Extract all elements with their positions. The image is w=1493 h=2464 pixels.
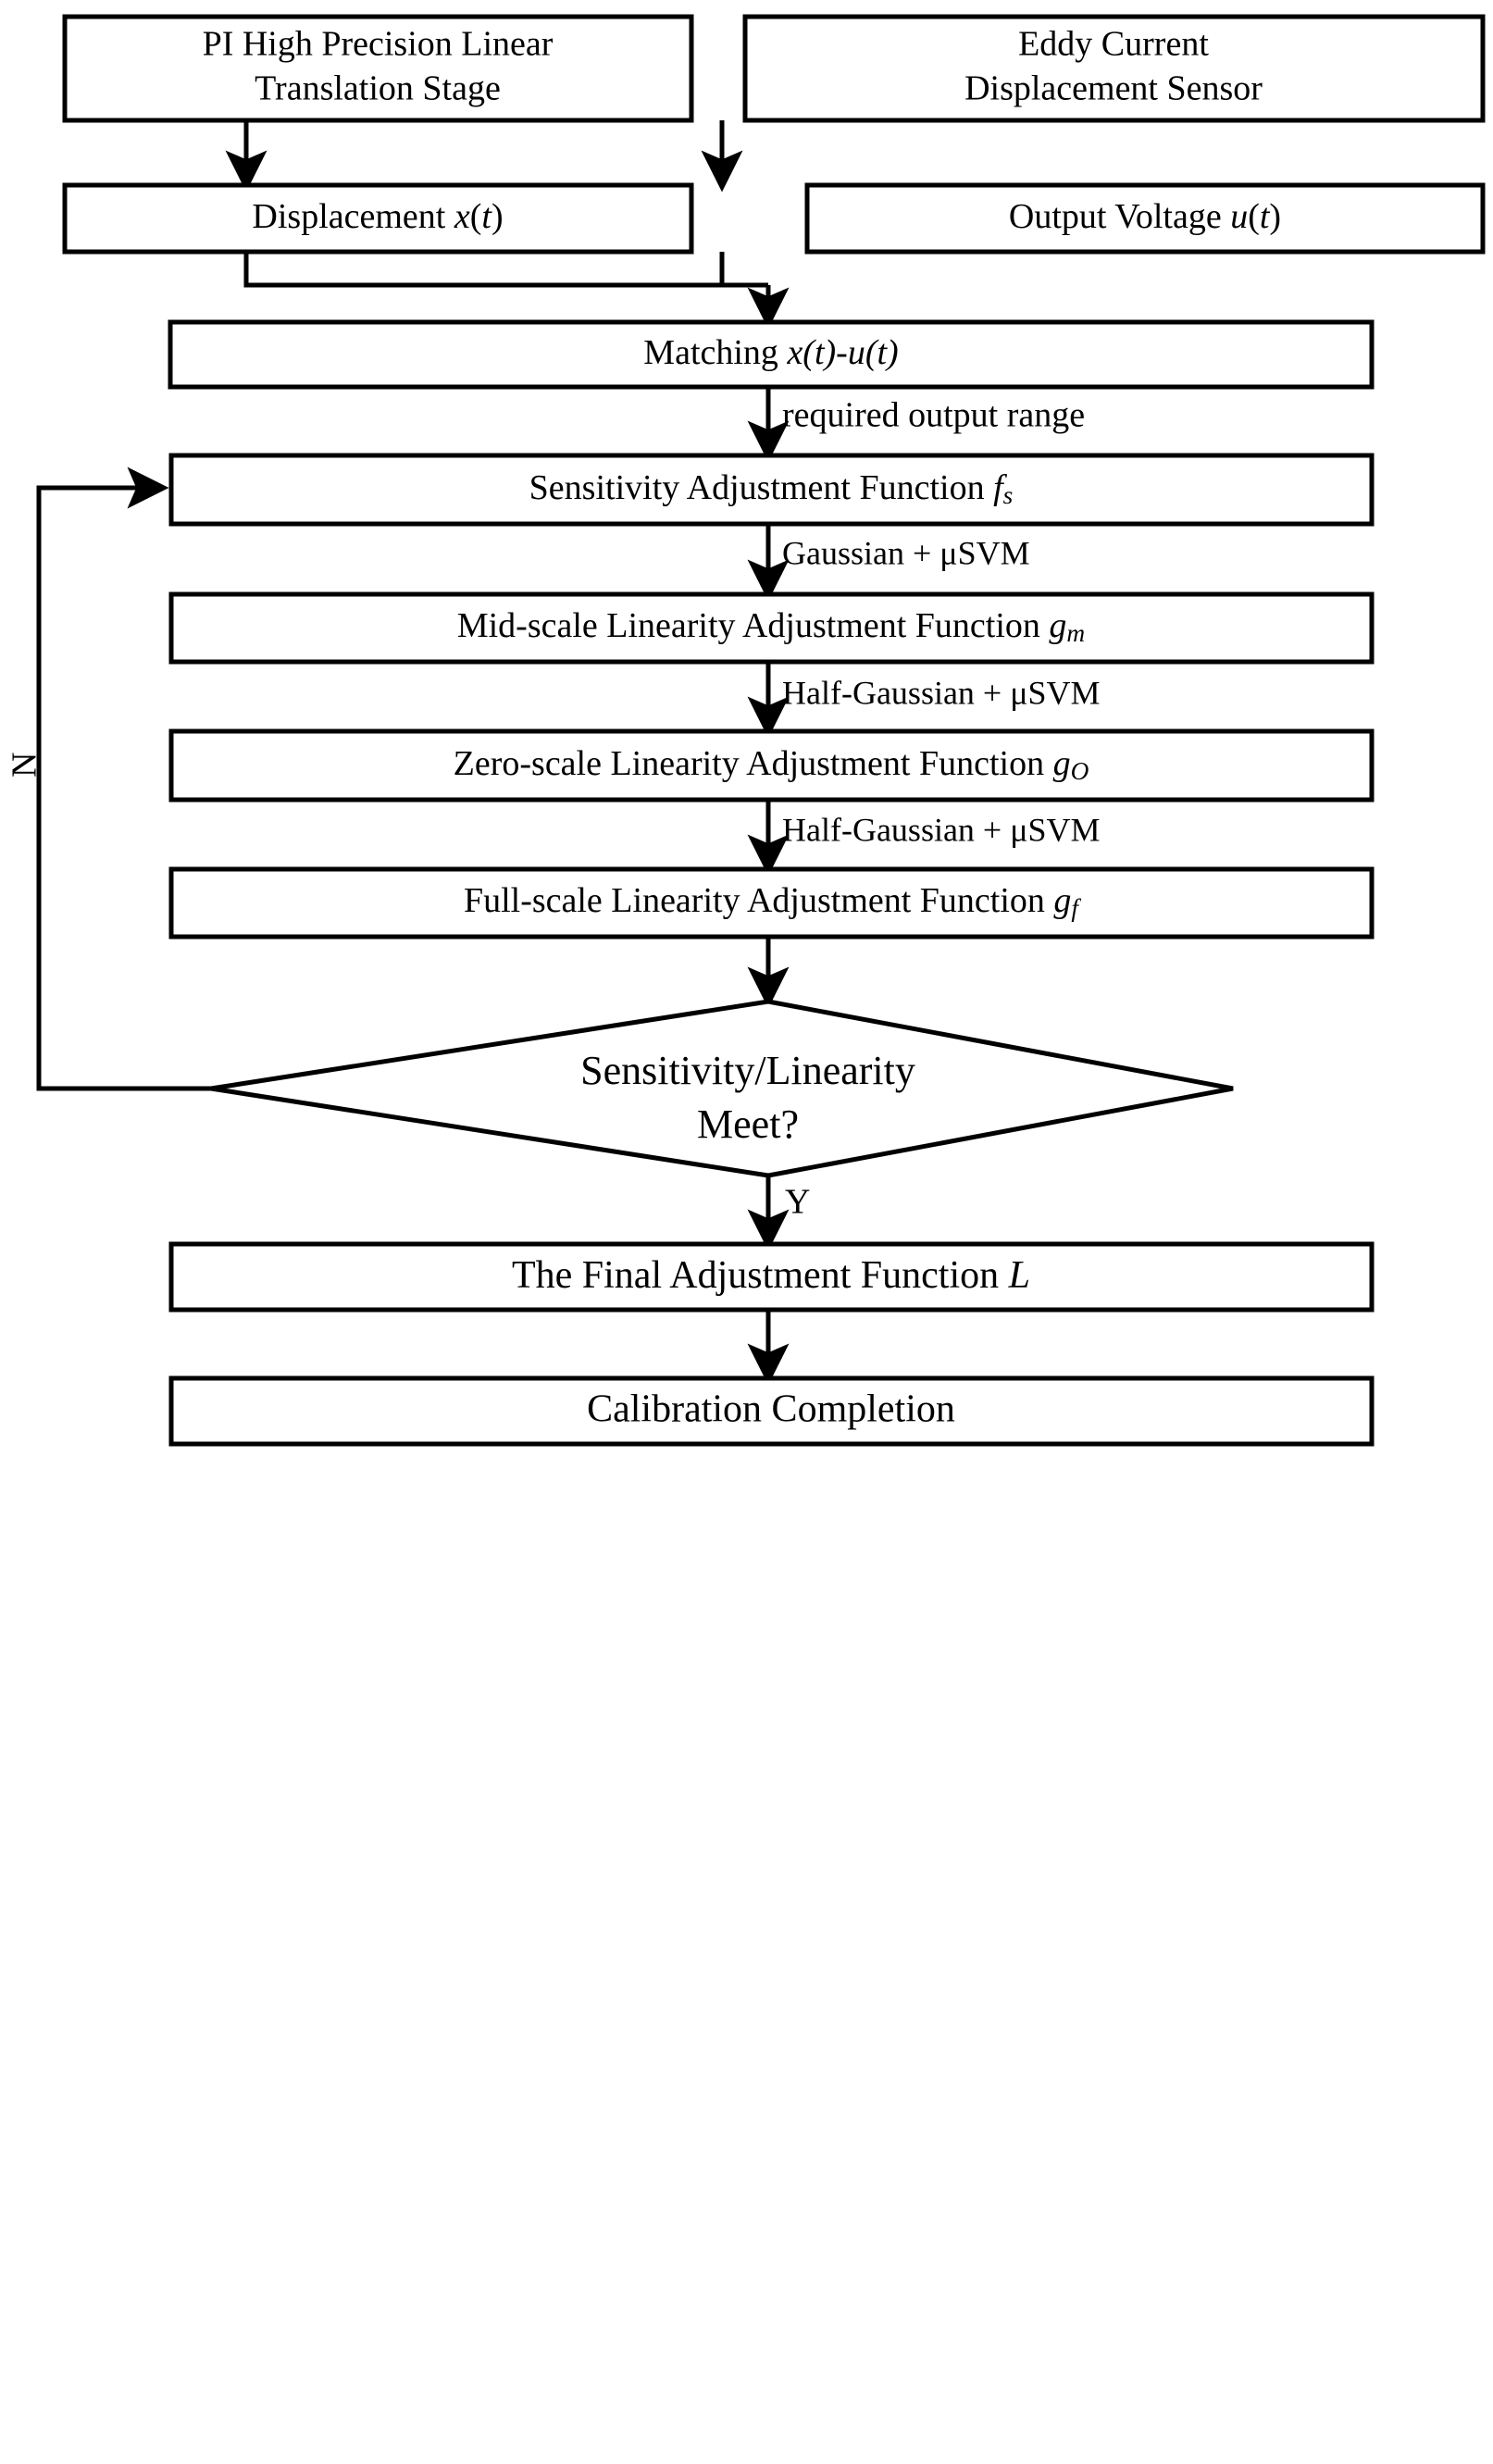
mid-scale-linearity-prefix: Mid-scale Linearity Adjustment Function (457, 606, 1050, 645)
edge-displacement-to-junction (243, 252, 768, 288)
output-voltage-paren-open: ( (1248, 197, 1260, 236)
zero-scale-linearity-subscript: O (1071, 757, 1089, 785)
matching-box (168, 319, 1375, 390)
pi-stage-label-line1: PI High Precision Linear (203, 25, 554, 64)
decision-diamond (210, 999, 1234, 1178)
displacement-label: Displacement x(t) (252, 197, 503, 236)
node-displacement[interactable]: Displacement x(t) (62, 182, 694, 255)
node-mid-scale-linearity[interactable]: Mid-scale Linearity Adjustment Function … (168, 591, 1375, 665)
node-sensitivity-adjustment[interactable]: Sensitivity Adjustment Function fs (168, 453, 1375, 527)
zero-scale-linearity-symbol: g (1053, 744, 1071, 783)
edge-feedback-no-loop (36, 467, 211, 1091)
decision-label-line1: Sensitivity/Linearity (580, 1048, 915, 1093)
full-scale-linearity-symbol: g (1053, 881, 1071, 920)
eddy-sensor-label-line1: Eddy Current (1018, 25, 1209, 64)
displacement-prefix: Displacement (252, 197, 454, 236)
pi-stage-box (62, 14, 694, 123)
final-adjustment-label: The Final Adjustment Function L (512, 1254, 1030, 1297)
sensitivity-adjustment-box (168, 453, 1375, 527)
output-voltage-var-u: u (1230, 197, 1248, 236)
displacement-paren-open: ( (470, 197, 482, 236)
edge-label-half-gaussian-usvm-2: Half-Gaussian + μSVM (782, 811, 1101, 848)
zero-scale-linearity-box (168, 728, 1375, 803)
zero-scale-linearity-prefix: Zero-scale Linearity Adjustment Function (454, 744, 1053, 783)
final-adjustment-box (168, 1241, 1375, 1313)
node-output-voltage[interactable]: Output Voltage u(t) (804, 182, 1486, 255)
full-scale-linearity-prefix: Full-scale Linearity Adjustment Function (464, 881, 1053, 920)
calibration-completion-box (168, 1375, 1375, 1447)
output-voltage-label: Output Voltage u(t) (1009, 197, 1281, 236)
full-scale-linearity-box (168, 866, 1375, 940)
matching-expr: x(t)-u(t) (786, 333, 898, 372)
sensitivity-adjustment-subscript: s (1003, 481, 1014, 509)
node-calibration-completion[interactable]: Calibration Completion (168, 1375, 1375, 1447)
output-voltage-box (804, 182, 1486, 255)
output-voltage-paren-close: ) (1269, 197, 1281, 236)
eddy-sensor-label-line2: Displacement Sensor (964, 69, 1263, 108)
output-voltage-var-t: t (1260, 197, 1271, 236)
calibration-completion-label: Calibration Completion (587, 1388, 955, 1431)
sensitivity-adjustment-label: Sensitivity Adjustment Function fs (529, 468, 1014, 510)
node-full-scale-linearity[interactable]: Full-scale Linearity Adjustment Function… (168, 866, 1375, 940)
output-voltage-prefix: Output Voltage (1009, 197, 1230, 236)
edge-label-half-gaussian-usvm-1: Half-Gaussian + μSVM (782, 674, 1101, 711)
full-scale-linearity-subscript: f (1071, 894, 1081, 922)
zero-scale-linearity-label: Zero-scale Linearity Adjustment Function… (454, 744, 1089, 786)
mid-scale-linearity-subscript: m (1066, 619, 1085, 647)
node-matching[interactable]: Matching x(t)-u(t) (168, 319, 1375, 390)
node-eddy-sensor[interactable]: Eddy Current Displacement Sensor (742, 14, 1486, 123)
full-scale-linearity-label: Full-scale Linearity Adjustment Function… (464, 881, 1081, 923)
node-zero-scale-linearity[interactable]: Zero-scale Linearity Adjustment Function… (168, 728, 1375, 803)
displacement-box (62, 182, 694, 255)
displacement-var-x: x (454, 197, 470, 236)
edge-output-voltage-to-junction (719, 252, 768, 288)
matching-label: Matching x(t)-u(t) (643, 333, 898, 372)
node-final-adjustment[interactable]: The Final Adjustment Function L (168, 1241, 1375, 1313)
sensitivity-adjustment-prefix: Sensitivity Adjustment Function (529, 468, 993, 507)
node-pi-stage[interactable]: PI High Precision Linear Translation Sta… (62, 14, 694, 123)
edge-label-no: N (6, 753, 44, 778)
node-decision[interactable]: Sensitivity/Linearity Meet? (210, 999, 1234, 1178)
matching-prefix: Matching (643, 333, 787, 372)
mid-scale-linearity-box (168, 591, 1375, 665)
pi-stage-label-line2: Translation Stage (255, 69, 501, 108)
displacement-var-t: t (481, 197, 492, 236)
edge-label-required-output-range: required output range (782, 396, 1085, 435)
edge-label-yes: Y (785, 1183, 810, 1222)
edge-label-gaussian-usvm: Gaussian + μSVM (782, 534, 1030, 571)
final-adjustment-prefix: The Final Adjustment Function (512, 1254, 1009, 1297)
mid-scale-linearity-symbol: g (1049, 606, 1066, 645)
final-adjustment-symbol: L (1008, 1254, 1030, 1297)
mid-scale-linearity-label: Mid-scale Linearity Adjustment Function … (457, 606, 1085, 648)
eddy-sensor-box (742, 14, 1486, 123)
decision-label-line2: Meet? (697, 1101, 799, 1147)
displacement-paren-close: ) (491, 197, 504, 236)
